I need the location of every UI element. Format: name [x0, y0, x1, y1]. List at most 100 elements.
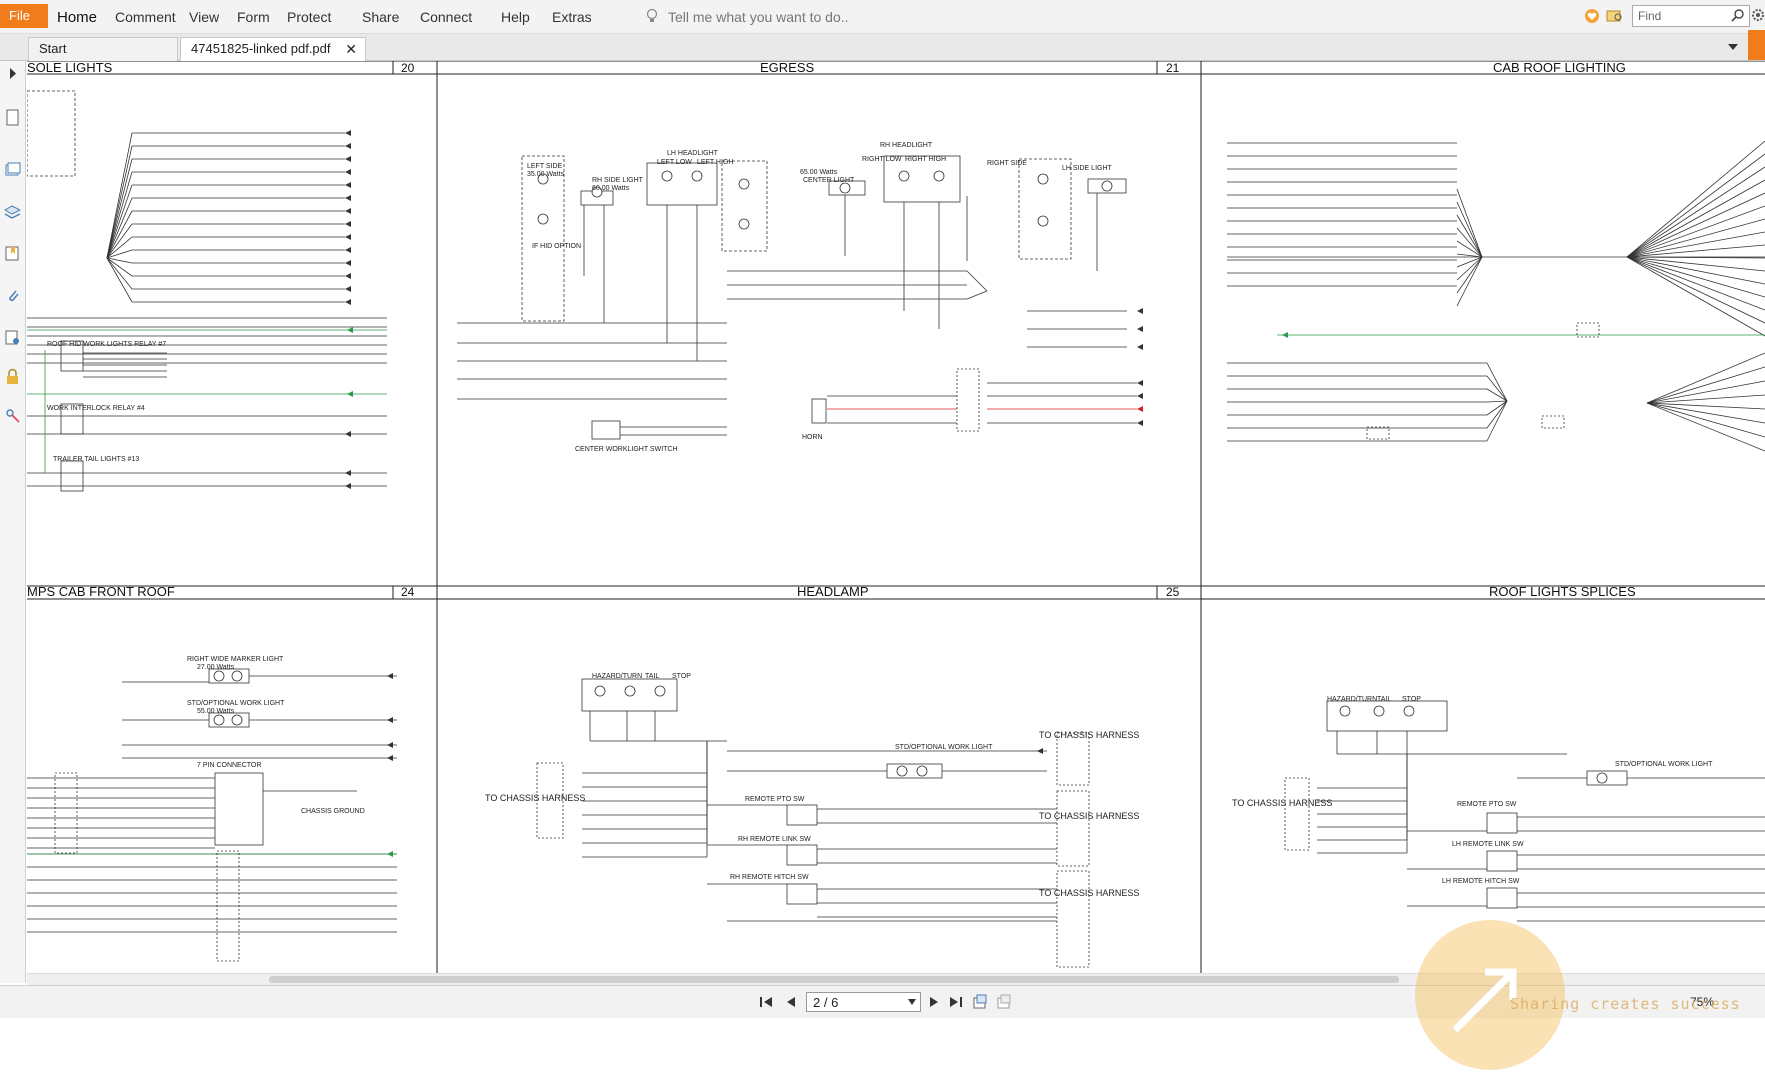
heart-icon[interactable] — [1584, 8, 1600, 24]
wire — [106, 145, 133, 259]
bookmark-icon[interactable] — [4, 245, 21, 262]
wire — [1626, 256, 1765, 298]
diagram-label: RIGHT SIDE — [987, 160, 1027, 167]
wire — [106, 236, 133, 259]
page-number-field[interactable]: 2 / 6 — [806, 992, 921, 1012]
component-outline — [1056, 732, 1090, 786]
menu-view[interactable]: View — [189, 9, 220, 25]
zoom-level[interactable]: 75% — [1690, 995, 1715, 1009]
chevron-down-icon[interactable] — [908, 999, 916, 1005]
diagram-label: 35.00 Watts — [527, 171, 565, 178]
signature-icon[interactable] — [4, 329, 21, 346]
wire — [106, 257, 133, 290]
file-menu-button[interactable]: File — [0, 4, 48, 28]
connector-arrow — [345, 299, 351, 305]
wire — [1646, 402, 1765, 438]
component-outline — [886, 763, 943, 779]
menu-connect[interactable]: Connect — [420, 9, 473, 25]
wire — [1646, 394, 1765, 404]
lamp-symbol — [1403, 705, 1415, 717]
connector-arrow — [345, 156, 351, 162]
lamp-symbol — [898, 170, 910, 182]
brand-badge — [1748, 30, 1765, 60]
lamp-symbol — [624, 685, 636, 697]
wire — [106, 249, 133, 259]
stack-icon[interactable] — [4, 204, 21, 221]
connector-arrow — [387, 717, 393, 723]
lamp-symbol — [537, 213, 549, 225]
menu-share[interactable]: Share — [362, 9, 400, 25]
lamp-symbol — [1339, 705, 1351, 717]
lamp-symbol — [213, 714, 225, 726]
expand-arrow-icon[interactable] — [4, 65, 21, 82]
wire — [106, 171, 133, 259]
diagram-label: WORK INTERLOCK RELAY #4 — [47, 405, 145, 412]
search-folder-icon[interactable] — [1606, 8, 1624, 24]
diagram-label: CENTER LIGHT — [803, 177, 855, 184]
menu-comment[interactable]: Comment — [115, 9, 176, 25]
tab-document[interactable]: 47451825-linked pdf.pdf✕ — [180, 37, 366, 61]
wire — [1626, 244, 1765, 258]
diagram-label: LH SIDE LIGHT — [1062, 165, 1113, 172]
panel-title: MPS CAB FRONT ROOF — [27, 584, 175, 599]
connector-arrow — [345, 247, 351, 253]
lamp-symbol — [231, 714, 243, 726]
gear-icon[interactable] — [1751, 8, 1765, 22]
wire-group — [27, 132, 1765, 933]
lamp-symbol — [839, 182, 851, 194]
lamp-symbol — [213, 670, 225, 682]
layers-icon[interactable] — [4, 161, 21, 178]
panel-number: 20 — [401, 61, 415, 75]
next-page-icon[interactable] — [926, 994, 942, 1010]
page-icon[interactable] — [4, 109, 21, 126]
tell-me-input[interactable]: Tell me what you want to do.. — [668, 9, 849, 25]
menu-extras[interactable]: Extras — [552, 9, 592, 25]
wire — [1626, 256, 1765, 337]
previous-view-icon[interactable] — [972, 994, 988, 1010]
wire — [106, 257, 133, 264]
chevron-down-icon[interactable] — [1727, 42, 1739, 52]
connector-arrow — [345, 130, 351, 136]
diagram-label: TO CHASSIS HARNESS — [1232, 798, 1332, 808]
search-icon[interactable] — [1731, 8, 1745, 22]
document-view[interactable]: SOLE LIGHTS 20 EGRESS 21 CAB ROOF LIGHTI… — [27, 61, 1765, 973]
component-outline — [521, 155, 565, 322]
scroll-thumb[interactable] — [269, 976, 1399, 983]
panel-title: ROOF LIGHTS SPLICES — [1489, 584, 1636, 599]
wire — [1456, 214, 1483, 258]
wire — [1646, 352, 1765, 404]
lock-icon[interactable] — [4, 368, 21, 385]
component-outline — [54, 772, 78, 854]
wire — [106, 223, 133, 259]
connector-arrow — [345, 260, 351, 266]
component-outline — [536, 762, 564, 839]
menu-form[interactable]: Form — [237, 9, 270, 25]
wire — [106, 257, 133, 303]
wire — [1626, 231, 1765, 258]
connector-arrow — [1137, 393, 1143, 399]
attachment-icon[interactable] — [4, 287, 21, 304]
diagram-label: IF HID OPTION — [532, 243, 581, 250]
menu-help[interactable]: Help — [501, 9, 530, 25]
wire — [106, 158, 133, 259]
wire — [1486, 388, 1508, 402]
connector-arrow — [345, 221, 351, 227]
horizontal-scrollbar[interactable] — [27, 973, 1765, 985]
close-icon[interactable]: ✕ — [345, 41, 357, 57]
first-page-icon[interactable] — [758, 994, 774, 1010]
security-icon[interactable] — [4, 407, 21, 424]
menu-home[interactable]: Home — [57, 9, 98, 26]
last-page-icon[interactable] — [948, 994, 964, 1010]
previous-page-icon[interactable] — [783, 994, 799, 1010]
next-view-icon[interactable] — [996, 994, 1012, 1010]
diagram-label: 60.00 Watts — [592, 185, 630, 192]
find-input[interactable]: Find — [1632, 5, 1750, 27]
lightbulb-icon — [646, 8, 658, 22]
component-outline — [721, 160, 768, 252]
menu-protect[interactable]: Protect — [287, 9, 332, 25]
connector-arrow — [345, 234, 351, 240]
panel-number: 24 — [401, 585, 415, 599]
lamp-symbol — [1037, 215, 1049, 227]
tab-start[interactable]: Start — [28, 37, 178, 61]
component-outline — [60, 460, 84, 492]
